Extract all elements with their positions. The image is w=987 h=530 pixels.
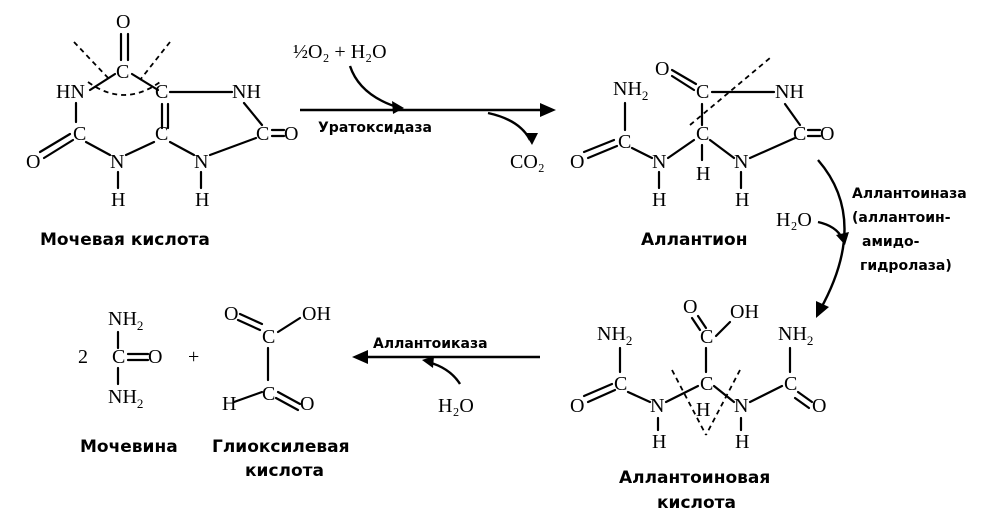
- atom-o: O: [570, 151, 584, 173]
- uric-acid-structure: O C HN C NH C C C O O N N H H: [26, 11, 298, 211]
- urea-coefficient: 2: [78, 346, 88, 368]
- atom-o: O: [812, 395, 826, 417]
- atom-o: O: [570, 395, 584, 417]
- atom-n: N: [650, 395, 664, 417]
- atom-c: C: [73, 123, 86, 145]
- atom-c: C: [784, 373, 797, 395]
- allantoic-acid-label-line2: кислота: [657, 493, 736, 513]
- atom-c: C: [262, 383, 275, 405]
- urea-label: Мочевина: [80, 437, 178, 457]
- atom-hn: HN: [56, 81, 85, 103]
- step3-arrow: Аллантоиказа H₂O: [352, 336, 540, 417]
- allantoin-structure: NH2 O C NH C O C C O N N H H H: [570, 57, 834, 211]
- atom-c: C: [696, 81, 709, 103]
- glyoxylic-acid-structure: O C OH C H O: [222, 303, 331, 415]
- enzyme-allantoinase-alt: амидо-: [862, 234, 920, 250]
- allantoin-label: Аллантион: [641, 230, 747, 250]
- atom-o: O: [224, 303, 238, 325]
- atom-nh2: NH2: [108, 386, 143, 411]
- atom-nh2: NH2: [613, 78, 648, 103]
- atom-nh: NH: [775, 81, 804, 103]
- atom-h: H: [696, 399, 710, 421]
- atom-h: H: [195, 189, 209, 211]
- atom-c: C: [262, 326, 275, 348]
- atom-c: C: [618, 131, 631, 153]
- atom-c: C: [614, 373, 627, 395]
- atom-oh: OH: [302, 303, 331, 325]
- atom-o: O: [820, 123, 834, 145]
- step2-arrow: H₂O Аллантоиназа (аллантоин- амидо- гидр…: [776, 159, 967, 318]
- reagent-half-o2-h2o: ½O₂ + H₂O: [293, 41, 387, 63]
- allantoic-acid-label: Аллантоиновая: [619, 468, 770, 488]
- urea-structure: NH2 2 C O NH2: [78, 308, 162, 411]
- atom-o: O: [26, 151, 40, 173]
- atom-o: O: [284, 123, 298, 145]
- plus-sign: +: [188, 346, 199, 368]
- atom-h: H: [652, 189, 666, 211]
- atom-n: N: [734, 395, 748, 417]
- atom-c: C: [256, 123, 269, 145]
- atom-o: O: [116, 11, 130, 33]
- allantoic-acid-structure: O C OH NH2 NH2 C C C O O N N H H H: [570, 296, 826, 453]
- reagent-h2o: H₂O: [776, 209, 812, 231]
- glyoxylic-acid-label: Глиоксилевая: [212, 437, 350, 457]
- atom-h: H: [222, 393, 236, 415]
- atom-h: H: [735, 189, 749, 211]
- atom-c: C: [155, 81, 168, 103]
- atom-o: O: [300, 393, 314, 415]
- atom-nh2: NH2: [108, 308, 143, 333]
- atom-n: N: [194, 151, 208, 173]
- atom-o: O: [655, 58, 669, 80]
- atom-n: N: [652, 151, 666, 173]
- atom-h: H: [652, 431, 666, 453]
- atom-nh2: NH2: [778, 323, 813, 348]
- enzyme-urate-oxidase: Уратоксидаза: [318, 120, 432, 136]
- atom-o: O: [148, 346, 162, 368]
- atom-c: C: [116, 61, 129, 83]
- glyoxylic-acid-label-line2: кислота: [245, 461, 324, 481]
- atom-n: N: [734, 151, 748, 173]
- enzyme-allantoinase: Аллантоиназа: [852, 186, 967, 202]
- enzyme-allantoinase-alt: гидролаза): [860, 258, 952, 274]
- enzyme-allantoinase-alt: (аллантоин-: [852, 210, 951, 226]
- atom-h: H: [111, 189, 125, 211]
- atom-c: C: [112, 346, 125, 368]
- atom-nh2: NH2: [597, 323, 632, 348]
- atom-nh: NH: [232, 81, 261, 103]
- atom-c: C: [793, 123, 806, 145]
- uric-acid-label: Мочевая кислота: [40, 230, 210, 250]
- atom-oh: OH: [730, 301, 759, 323]
- reagent-h2o: H₂O: [438, 395, 474, 417]
- atom-c: C: [696, 123, 709, 145]
- atom-c: C: [155, 123, 168, 145]
- atom-h: H: [696, 163, 710, 185]
- atom-n: N: [110, 151, 124, 173]
- atom-c: C: [700, 326, 713, 348]
- atom-c: C: [700, 373, 713, 395]
- reagent-co2: CO₂: [510, 151, 545, 173]
- step1-arrow: ½O₂ + H₂O Уратоксидаза CO₂: [293, 41, 556, 173]
- atom-h: H: [735, 431, 749, 453]
- atom-o: O: [683, 296, 697, 318]
- enzyme-allantoicase: Аллантоиказа: [373, 336, 488, 352]
